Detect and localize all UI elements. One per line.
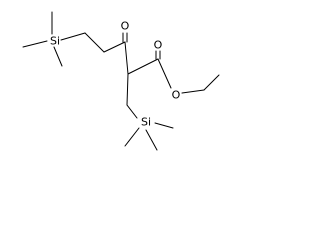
bond-si-top-chain bbox=[60, 32, 86, 41]
bond-ch2-si-bottom bbox=[126, 104, 138, 119]
bond-c3-c4 bbox=[124, 41, 129, 75]
atom-o-carbonyl: O bbox=[154, 39, 163, 52]
bond-c2-c3 bbox=[103, 41, 126, 53]
bond-si-bottom-methyl-left bbox=[124, 127, 140, 147]
bond-ester-single-o bbox=[157, 58, 172, 89]
bond-c4-ester-carbon bbox=[127, 58, 159, 75]
atom-si-bottom: Si bbox=[141, 116, 151, 129]
bond-si-bottom-methyl-right bbox=[154, 122, 174, 129]
bond-o-ethyl-ch2 bbox=[181, 89, 205, 94]
bond-c1-c2 bbox=[84, 32, 105, 53]
bond-ethyl-ch2-ch3 bbox=[203, 74, 220, 91]
atom-o-ether: O bbox=[172, 89, 181, 102]
bond-c4-ch2 bbox=[126, 73, 129, 106]
atom-o-ketone: O bbox=[121, 20, 130, 33]
bond-si-top-methyl-left bbox=[22, 40, 48, 48]
bond-si-top-methyl-down bbox=[53, 46, 63, 67]
chemical-structure: Si O O O Si bbox=[22, 11, 220, 151]
bond-si-bottom-methyl-down bbox=[145, 129, 158, 151]
atom-si-top: Si bbox=[50, 35, 60, 48]
